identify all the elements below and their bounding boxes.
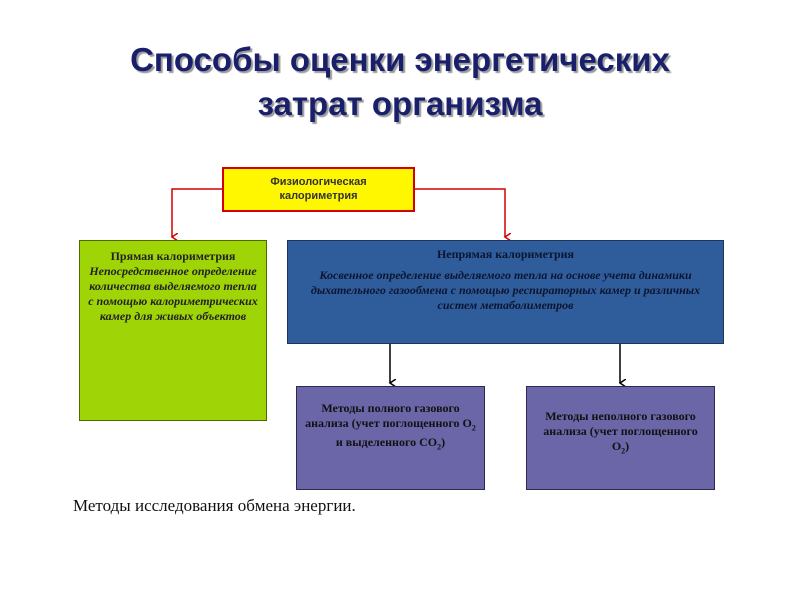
node-indirect-body: Косвенное определение выделяемого тепла … (310, 268, 701, 312)
node-partial-sub1: 2 (621, 446, 626, 456)
node-partial-gas-analysis: Методы неполного газового анализа (учет … (526, 386, 715, 490)
node-partial-text2: ) (625, 439, 630, 453)
node-indirect-calorimetry: Непрямая калориметрия Косвенное определе… (287, 240, 724, 344)
node-direct-heading: Прямая калориметрия (110, 249, 236, 263)
node-root-line1: Физиологическая (270, 176, 367, 188)
node-full-sub1: 2 (471, 423, 476, 433)
node-physiological-calorimetry: Физиологическая калориметрия (222, 167, 415, 212)
node-direct-calorimetry: Прямая калориметрия Непосредственное опр… (79, 240, 267, 421)
node-direct-body: Непосредственное определение количества … (88, 264, 258, 323)
slide-title-line1: Способы оценки энергетических (130, 41, 670, 78)
node-root-line2: калориметрия (279, 190, 358, 202)
node-partial-text1: Методы неполного газового анализа (учет … (543, 409, 698, 453)
node-full-sub2: 2 (437, 442, 442, 452)
node-full-gas-analysis: Методы полного газового анализа (учет по… (296, 386, 485, 490)
connector-root-to-direct (172, 188, 222, 237)
slide-title: Способы оценки энергетических затрат орг… (0, 38, 800, 126)
caption: Методы исследования обмена энергии. (73, 496, 356, 515)
connector-root-to-indirect (415, 188, 505, 237)
node-full-text3: ) (441, 435, 446, 450)
slide-title-line2: затрат организма (257, 85, 543, 122)
node-full-text1: Методы полного газового анализа (учет по… (305, 401, 472, 430)
node-full-text2: и выделенного СО (335, 435, 438, 450)
node-indirect-heading: Непрямая калориметрия (436, 247, 575, 261)
